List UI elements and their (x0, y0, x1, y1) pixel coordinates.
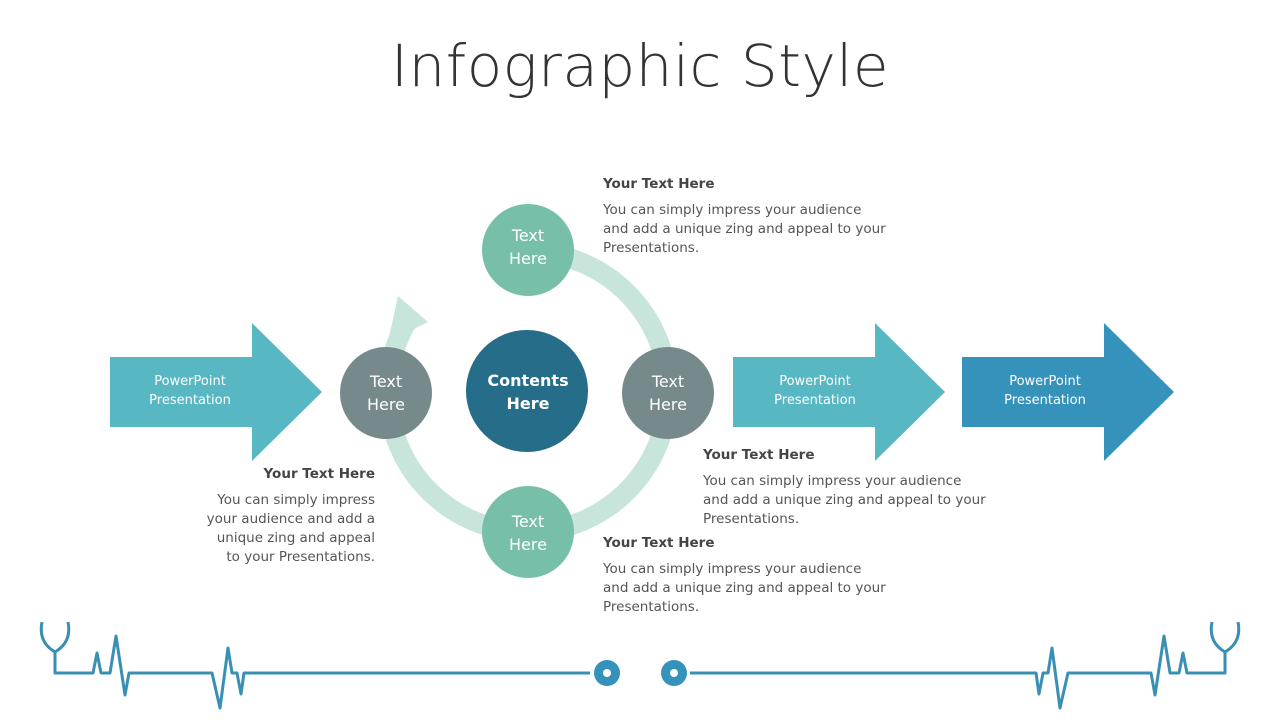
page-title: Infographic Style (390, 32, 890, 100)
cycle-arrowhead (388, 296, 428, 342)
node-circle-top (482, 204, 574, 296)
arrow-shape-2 (733, 323, 945, 461)
node-circle-right (622, 347, 714, 439)
ecg-line-right (690, 621, 1241, 710)
stethoscope-chestpiece-left-icon (594, 660, 620, 686)
arrow-shape-1 (110, 323, 322, 461)
node-circle-left (340, 347, 432, 439)
center-circle (466, 330, 588, 452)
node-circle-bottom (482, 486, 574, 578)
stethoscope-chestpiece-right-icon (661, 660, 687, 686)
ecg-line-left (39, 621, 590, 710)
arrow-shape-3 (962, 323, 1174, 461)
